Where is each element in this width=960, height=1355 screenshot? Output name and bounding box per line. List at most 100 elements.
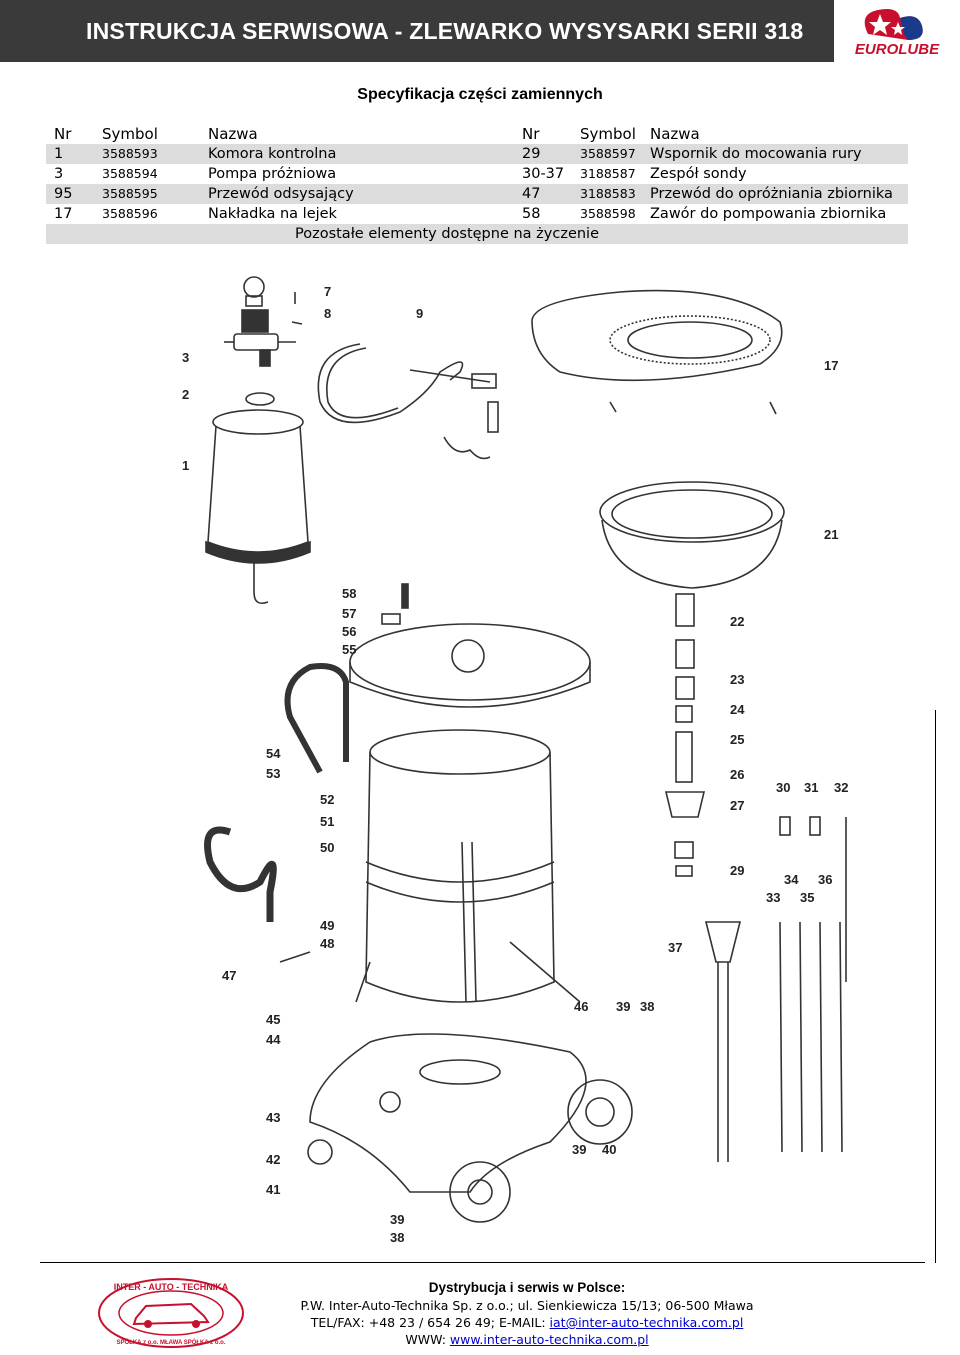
callout-39c: 39: [390, 1212, 405, 1227]
drain-hose-47: [204, 826, 277, 922]
part-symbol-2: 3588597: [580, 146, 636, 161]
drain-valve: [279, 951, 311, 963]
part-name-2: Wspornik do mocowania rury: [650, 146, 862, 162]
column-header-name-2: Nazwa: [650, 125, 700, 143]
callout-37: 37: [668, 940, 683, 955]
callout-55: 55: [342, 642, 357, 657]
part-name-2: Zawór do pompowania zbiornika: [650, 206, 887, 222]
callout-39: 39: [616, 999, 631, 1014]
callout-50: 50: [320, 840, 335, 855]
callout-36: 36: [818, 872, 833, 887]
callout-35: 35: [800, 890, 815, 905]
probe-37: [704, 921, 742, 1162]
callout-49: 49: [320, 918, 335, 933]
table-header-row: Nr Symbol Nazwa Nr Symbol Nazwa: [46, 124, 908, 144]
email-link[interactable]: iat@inter-auto-technika.com.pl: [549, 1315, 744, 1330]
footer-heading: Dystrybucja i serwis w Polsce:: [428, 1280, 626, 1295]
part-nr-2: 29: [522, 146, 541, 162]
callout-1: 1: [182, 458, 190, 473]
part-nr: 1: [54, 146, 64, 162]
table-row: 1 3588593 Komora kontrolna 29 3588597 Ws…: [46, 144, 908, 164]
suction-hose-9: [317, 343, 499, 460]
part-name-2: Zespół sondy: [650, 166, 747, 182]
callout-29: 29: [730, 863, 745, 878]
column-header-symbol-2: Symbol: [580, 125, 636, 143]
callout-44: 44: [266, 1032, 281, 1047]
callout-52: 52: [320, 792, 335, 807]
svg-text:INTER - AUTO - TECHNIKA: INTER - AUTO - TECHNIKA: [114, 1282, 229, 1292]
callout-32: 32: [834, 780, 849, 795]
table-footnote: Pozostałe elementy dostępne na życzenie: [46, 224, 908, 244]
callout-26: 26: [730, 767, 745, 782]
callout-53: 53: [266, 766, 281, 781]
part-symbol-2: 3188587: [580, 166, 636, 181]
footer-contact: TEL/FAX: +48 23 / 654 26 49; E-MAIL: iat…: [0, 1315, 960, 1330]
part-name: Przewód odsysający: [208, 186, 354, 202]
callout-30: 30: [776, 780, 791, 795]
part-nr: 3: [54, 166, 64, 182]
spec-heading: Specyfikacja części zamiennych: [357, 86, 603, 103]
brand-name: EUROLUBE: [855, 41, 940, 58]
column-header-name: Nazwa: [208, 125, 258, 143]
footer-company: P.W. Inter-Auto-Technika Sp. z o.o.; ul.…: [300, 1298, 754, 1313]
table-row: 3 3588594 Pompa próżniowa 30-37 3188587 …: [46, 164, 908, 184]
callout-7: 7: [324, 284, 332, 299]
right-border-rule: [935, 710, 936, 1263]
trolley-base: [307, 1033, 633, 1223]
callout-56: 56: [342, 624, 357, 639]
column-header-nr-2: Nr: [522, 125, 540, 143]
footer-contact-prefix: TEL/FAX: +48 23 / 654 26 49; E-MAIL:: [310, 1315, 550, 1330]
callout-25: 25: [730, 732, 745, 747]
footer-www: WWW: www.inter-auto-technika.com.pl: [0, 1332, 960, 1347]
part-nr: 17: [54, 206, 73, 222]
part-name: Pompa próżniowa: [208, 166, 337, 182]
callout-58: 58: [342, 586, 357, 601]
footer-www-prefix: WWW:: [405, 1332, 450, 1347]
basin-21: [599, 481, 785, 589]
part-symbol: 3588595: [102, 186, 158, 201]
document-title: INSTRUKCJA SERWISOWA - ZLEWARKO WYSYSARK…: [86, 18, 804, 44]
callout-48: 48: [320, 936, 335, 951]
footer-divider: [40, 1262, 925, 1263]
part-name-2: Przewód do opróżniania zbiornika: [650, 186, 893, 202]
part-name: Nakładka na lejek: [208, 206, 337, 222]
table-row: 17 3588596 Nakładka na lejek 58 3588598 …: [46, 204, 908, 224]
part-nr-2: 30-37: [522, 166, 565, 182]
control-chamber-1: [205, 409, 311, 605]
diagram-drawing: [204, 276, 847, 1223]
callout-27: 27: [730, 798, 745, 813]
callout-31: 31: [804, 780, 819, 795]
exploded-parts-diagram: 7 8 9 3 2 1 17 21 58 57 56 55 22 23 24 2…: [170, 262, 870, 1262]
callout-22: 22: [730, 614, 745, 629]
svg-text:SPÓŁKA z o.o. MŁAWA SPÓŁKA z o: SPÓŁKA z o.o. MŁAWA SPÓŁKA z o.o.: [117, 1338, 226, 1346]
callout-54: 54: [266, 746, 281, 761]
tank-lid: [349, 583, 591, 708]
part-symbol: 3588593: [102, 146, 158, 161]
part-nr: 95: [54, 186, 73, 202]
callout-3: 3: [182, 350, 190, 365]
callout-40: 40: [602, 1142, 617, 1157]
part-nr-2: 58: [522, 206, 541, 222]
callout-9: 9: [416, 306, 424, 321]
column-header-symbol: Symbol: [102, 125, 158, 143]
part-name: Komora kontrolna: [208, 146, 337, 162]
callout-23: 23: [730, 672, 745, 687]
callout-34: 34: [784, 872, 799, 887]
callout-41: 41: [266, 1182, 281, 1197]
callout-38b: 38: [390, 1230, 405, 1245]
tank-handle: [284, 663, 349, 774]
callout-51: 51: [320, 814, 335, 829]
callout-33: 33: [766, 890, 781, 905]
part-symbol-2: 3188583: [580, 186, 636, 201]
main-tank: [355, 729, 581, 1003]
eurolube-logo: EUROLUBE: [855, 9, 940, 58]
callout-38: 38: [640, 999, 655, 1014]
inter-auto-technika-logo: INTER - AUTO - TECHNIKA SPÓŁKA z o.o. MŁ…: [98, 1278, 244, 1348]
website-link[interactable]: www.inter-auto-technika.com.pl: [449, 1332, 649, 1347]
part-symbol-2: 3588598: [580, 206, 636, 221]
callout-47: 47: [222, 968, 237, 983]
table-row: 95 3588595 Przewód odsysający 47 3188583…: [46, 184, 908, 204]
callout-39b: 39: [572, 1142, 587, 1157]
callout-43: 43: [266, 1110, 281, 1125]
callout-42: 42: [266, 1152, 281, 1167]
